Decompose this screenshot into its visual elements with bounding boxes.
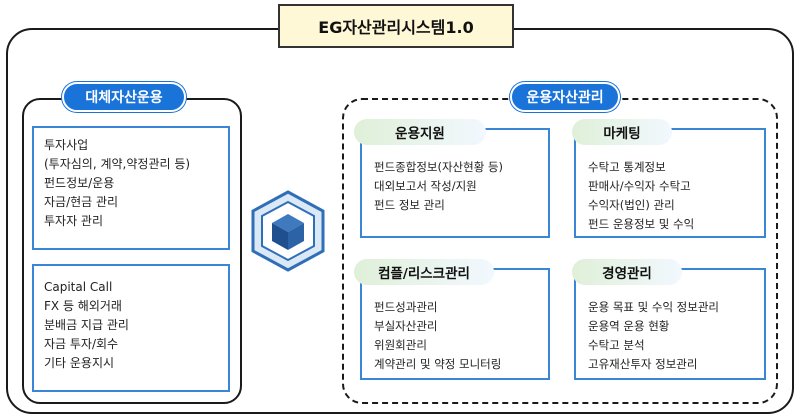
list-item: 수탁고 분석: [588, 338, 645, 352]
list-item: 판매사/수익자 수탁고: [588, 179, 691, 193]
list-item: Capital Call: [44, 280, 113, 294]
list-item: 고유재산투자 정보관리: [588, 357, 698, 371]
list-item: 수익자(법인) 관리: [588, 198, 675, 212]
alt-asset-operations-box: Capital Call FX 등 해외거래 분배금 지급 관리 자금 투자/회…: [32, 264, 230, 392]
business-management-box: 운용 목표 및 수익 정보관리 운용역 운용 현황 수탁고 분석 고유재산투자 …: [574, 268, 766, 380]
list-item: 대외보고서 작성/지원: [374, 179, 477, 193]
list-item: 운용역 운용 현황: [588, 319, 670, 333]
list-item: 수탁고 통계정보: [588, 160, 666, 174]
alt-asset-investment-box: 투자사업 (투자심의, 계약,약정관리 등) 펀드정보/운용 자금/현금 관리 …: [32, 126, 230, 250]
list-item: 자금 투자/회수: [44, 337, 119, 351]
ops-support-title: 운용지원: [354, 119, 486, 145]
list-item: 부실자산관리: [374, 319, 438, 333]
marketing-box: 수탁고 통계정보 판매사/수익자 수탁고 수익자(법인) 관리 펀드 운용정보 …: [574, 128, 766, 238]
list-item: 자금/현금 관리: [44, 195, 119, 209]
list-item: 분배금 지급 관리: [44, 318, 129, 332]
list-item: 펀드 정보 관리: [374, 198, 445, 212]
system-title: EG자산관리시스템1.0: [278, 4, 514, 48]
list-item: 펀드 운용정보 및 수익: [588, 217, 695, 231]
list-item: 운용 목표 및 수익 정보관리: [588, 300, 720, 314]
ops-asset-panel-title: 운용자산관리: [510, 82, 620, 112]
list-item: 펀드성과관리: [374, 300, 438, 314]
list-item: 계약관리 및 약정 모니터링: [374, 357, 502, 371]
marketing-title: 마케팅: [572, 119, 672, 145]
business-management-title: 경영관리: [572, 259, 682, 285]
list-item: 투자자 관리: [44, 214, 104, 228]
list-item: 투자사업: [44, 138, 89, 152]
cube-icon: [251, 190, 325, 272]
list-item: (투자심의, 계약,약정관리 등): [44, 157, 191, 171]
compliance-risk-title: 컴플/리스크관리: [354, 259, 494, 285]
list-item: 펀드정보/운용: [44, 176, 115, 190]
alt-asset-panel-title: 대체자산운용: [62, 82, 186, 112]
list-item: 위원회관리: [374, 338, 427, 352]
list-item: 펀드종합정보(자산현황 등): [374, 160, 504, 174]
list-item: FX 등 해외거래: [44, 299, 122, 313]
ops-support-box: 펀드종합정보(자산현황 등) 대외보고서 작성/지원 펀드 정보 관리: [360, 128, 550, 238]
list-item: 기타 운용지시: [44, 356, 115, 370]
